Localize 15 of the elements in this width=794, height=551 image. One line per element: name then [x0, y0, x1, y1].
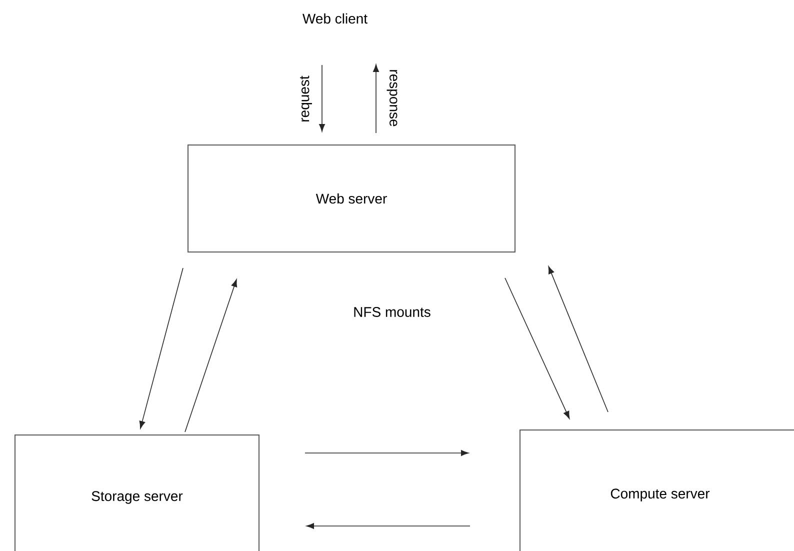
- server-box: Web server: [188, 144, 516, 252]
- arrow: [304, 450, 469, 456]
- server-box: Compute server: [520, 430, 794, 551]
- arrow: [373, 64, 379, 134]
- arrow: [139, 268, 184, 429]
- server-box: Storage server: [14, 434, 260, 551]
- edge-label: response: [386, 70, 398, 126]
- arrow: [548, 266, 608, 412]
- arrow: [504, 278, 570, 419]
- client-label: Web client: [302, 13, 368, 24]
- arrow: [184, 279, 238, 432]
- arrow: [306, 523, 470, 529]
- edge-label: request: [300, 76, 312, 122]
- annotation: NFS mounts: [354, 307, 430, 317]
- arrow: [319, 64, 325, 132]
